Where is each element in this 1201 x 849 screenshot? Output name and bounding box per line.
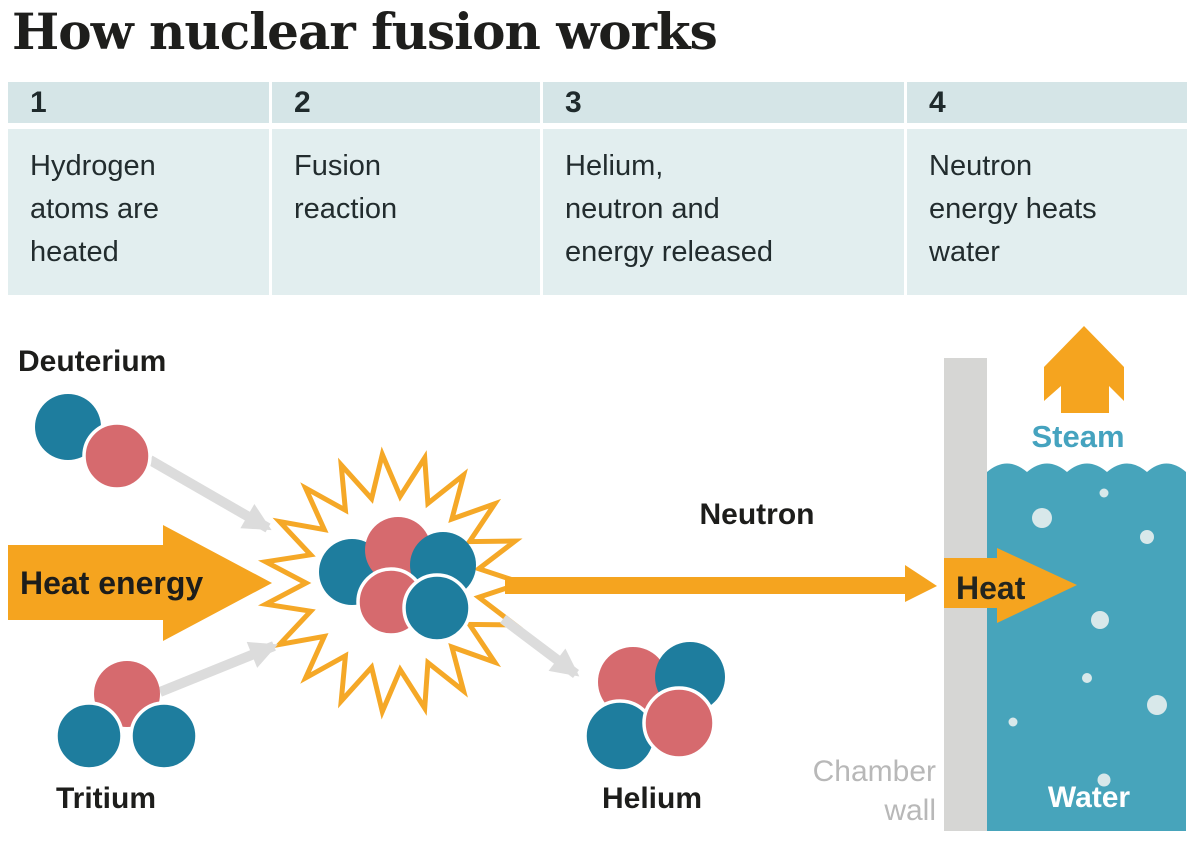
step-column-3: 3 Helium, neutron and energy released	[540, 82, 904, 295]
steam-arrow	[1044, 326, 1124, 413]
heat-label: Heat	[956, 570, 1026, 606]
helium-label: Helium	[601, 782, 703, 815]
step-number: 1	[8, 82, 269, 123]
step-column-2: 2 Fusion reaction	[269, 82, 540, 295]
fusion-nucleus	[319, 517, 476, 643]
heat-energy-label: Heat energy	[20, 565, 204, 601]
deuterium-label: Deuterium	[18, 345, 167, 378]
step-row-gap	[543, 123, 904, 129]
step-description: Fusion reaction	[272, 129, 540, 295]
tritium-label: Tritium	[56, 782, 157, 815]
step-row-gap	[8, 123, 269, 129]
step-number: 2	[272, 82, 540, 123]
step-description: Neutron energy heats water	[907, 129, 1187, 295]
step-number: 4	[907, 82, 1187, 123]
neutron-label: Neutron	[699, 498, 815, 531]
water-label: Water	[1047, 781, 1131, 814]
tritium-atom	[54, 661, 199, 771]
water-tank	[987, 463, 1186, 831]
heat-energy-arrow	[8, 525, 272, 641]
steam-label: Steam	[1031, 419, 1125, 454]
deuterium-guide-arrow	[147, 455, 272, 533]
neutron-arrow-shaft	[505, 577, 905, 594]
step-row-gap	[272, 123, 540, 129]
step-number: 3	[543, 82, 904, 123]
neutron-arrow-head	[905, 565, 937, 602]
step-column-4: 4 Neutron energy heats water	[904, 82, 1187, 295]
step-column-1: 1 Hydrogen atoms are heated	[8, 82, 269, 295]
helium-atom	[583, 642, 725, 773]
step-row-gap	[907, 123, 1187, 129]
page-title: How nuclear fusion works	[12, 2, 718, 61]
step-description: Helium, neutron and energy released	[543, 129, 904, 295]
deuterium-atom	[35, 394, 152, 491]
chamber-wall-label: Chamber wall	[812, 755, 936, 827]
water-bubbles	[1008, 488, 1167, 787]
heat-arrow	[944, 548, 1077, 623]
helium-guide-arrow	[499, 615, 580, 678]
steps-header: 1 Hydrogen atoms are heated 2 Fusion rea…	[8, 82, 1187, 295]
tritium-guide-arrow	[158, 641, 278, 697]
step-description: Hydrogen atoms are heated	[8, 129, 269, 295]
